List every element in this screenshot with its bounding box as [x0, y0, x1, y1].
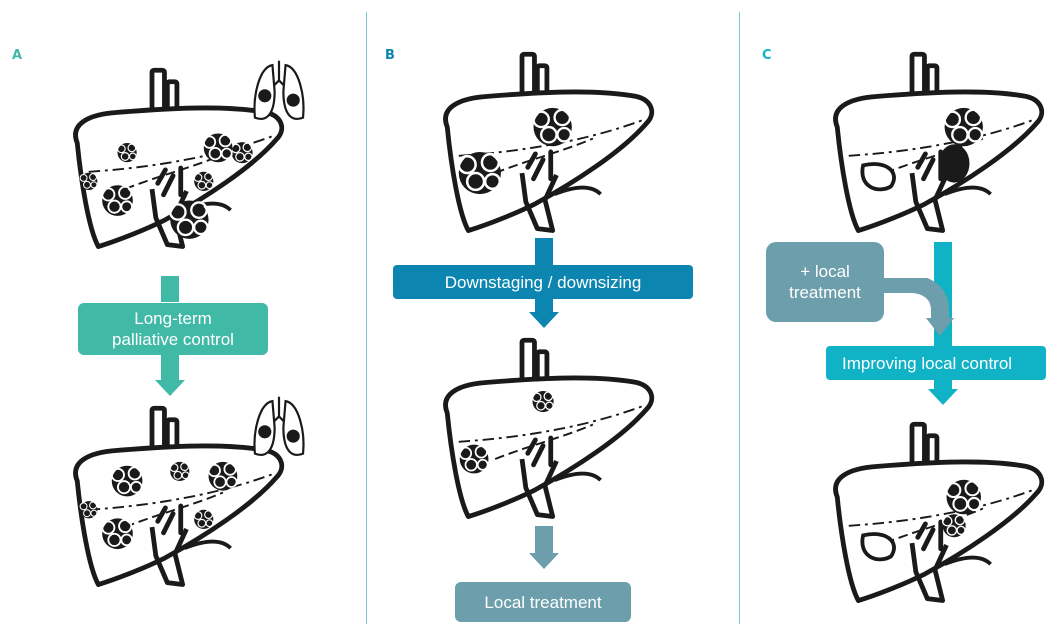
- panel-c-letter: C: [762, 48, 772, 63]
- label-local-treatment: Local treatment: [455, 582, 631, 622]
- arrow-down-icon: [535, 299, 553, 313]
- label-plus-local-treatment: + local treatment: [766, 242, 884, 322]
- label-downstaging: Downstaging / downsizing: [393, 265, 693, 299]
- panel-b-letter: B: [385, 48, 395, 63]
- arrow-head-icon: [529, 553, 559, 569]
- label-long-term-line2: palliative control: [112, 330, 234, 349]
- divider-ab: [366, 12, 367, 624]
- arrow-head-icon: [155, 380, 185, 396]
- arrow-down-icon: [161, 355, 179, 381]
- arrow-down-icon: [535, 238, 553, 266]
- label-improving-local-control: Improving local control: [826, 346, 1046, 380]
- liver-icon: [430, 342, 660, 532]
- lungs-icon: [253, 59, 305, 120]
- arrow-down-icon: [535, 526, 553, 554]
- label-plus-local-line1: + local: [800, 262, 850, 281]
- label-long-term-line1: Long-term: [134, 309, 212, 328]
- liver-icon: [820, 426, 1046, 616]
- arrow-down-icon: [934, 380, 952, 390]
- lungs-icon: [253, 395, 305, 456]
- liver-icon: [820, 56, 1046, 246]
- curved-arrow-icon: [884, 278, 954, 336]
- arrow-head-icon: [529, 312, 559, 328]
- arrow-head-icon: [928, 389, 958, 405]
- panel-a-letter: A: [12, 48, 23, 63]
- label-long-term-palliative: Long-term palliative control: [78, 303, 268, 355]
- liver-icon: [430, 56, 660, 246]
- label-plus-local-line2: treatment: [789, 283, 861, 302]
- divider-bc: [739, 12, 740, 624]
- arrow-down-icon: [161, 276, 179, 302]
